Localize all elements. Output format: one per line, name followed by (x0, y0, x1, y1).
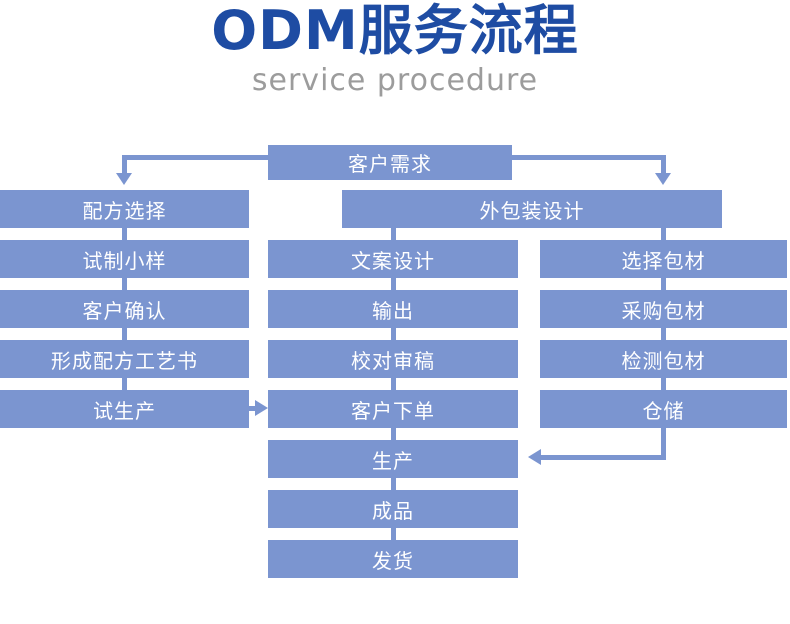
flow-node-formula-selection: 配方选择 (0, 190, 249, 228)
connector-mid-col (391, 428, 396, 440)
flow-node-proofreading-review: 校对审稿 (268, 340, 518, 378)
connector-demand-to-formula-v (122, 155, 127, 174)
connector-left-col (122, 378, 127, 390)
connector-right-col (661, 228, 666, 240)
page-subtitle: service procedure (251, 63, 539, 98)
connector-demand-to-packaging-h (512, 155, 666, 160)
connector-trial-to-order-h (249, 406, 257, 411)
flow-node-formula-process-book: 形成配方工艺书 (0, 340, 249, 378)
arrow-down-icon (116, 173, 132, 185)
flow-node-production: 生产 (268, 440, 518, 478)
flow-node-outer-packaging-design: 外包装设计 (342, 190, 722, 228)
arrow-down-icon (655, 173, 671, 185)
flow-node-copywriting-design: 文案设计 (268, 240, 518, 278)
page-title: ODM服务流程 (211, 0, 579, 62)
flow-node-trial-production: 试生产 (0, 390, 249, 428)
flow-node-shipping: 发货 (268, 540, 518, 578)
connector-demand-to-packaging-v (661, 155, 666, 174)
connector-mid-col (391, 378, 396, 390)
flow-node-warehousing: 仓储 (540, 390, 787, 428)
flow-node-output: 输出 (268, 290, 518, 328)
connector-right-col (661, 378, 666, 390)
flow-node-finished-product: 成品 (268, 490, 518, 528)
connector-left-col (122, 328, 127, 340)
connector-demand-to-formula-h (122, 155, 268, 160)
connector-right-col (661, 328, 666, 340)
connector-left-col (122, 228, 127, 240)
connector-mid-col (391, 278, 396, 290)
connector-mid-col (391, 478, 396, 490)
flow-node-customer-demand: 客户需求 (268, 145, 512, 180)
flow-node-select-packaging: 选择包材 (540, 240, 787, 278)
connector-left-col (122, 278, 127, 290)
flow-node-customer-confirmation: 客户确认 (0, 290, 249, 328)
flow-node-customer-order: 客户下单 (268, 390, 518, 428)
flow-node-trial-sample: 试制小样 (0, 240, 249, 278)
flow-node-inspect-packaging: 检测包材 (540, 340, 787, 378)
arrow-left-icon (528, 449, 541, 465)
connector-mid-col (391, 328, 396, 340)
connector-right-col (661, 278, 666, 290)
arrow-right-icon (255, 400, 268, 416)
flow-node-purchase-packaging: 采购包材 (540, 290, 787, 328)
connector-mid-col (391, 528, 396, 540)
connector-mid-col (391, 228, 396, 240)
connector-warehouse-to-production-h (540, 455, 666, 460)
connector-warehouse-to-production-v (661, 428, 666, 460)
